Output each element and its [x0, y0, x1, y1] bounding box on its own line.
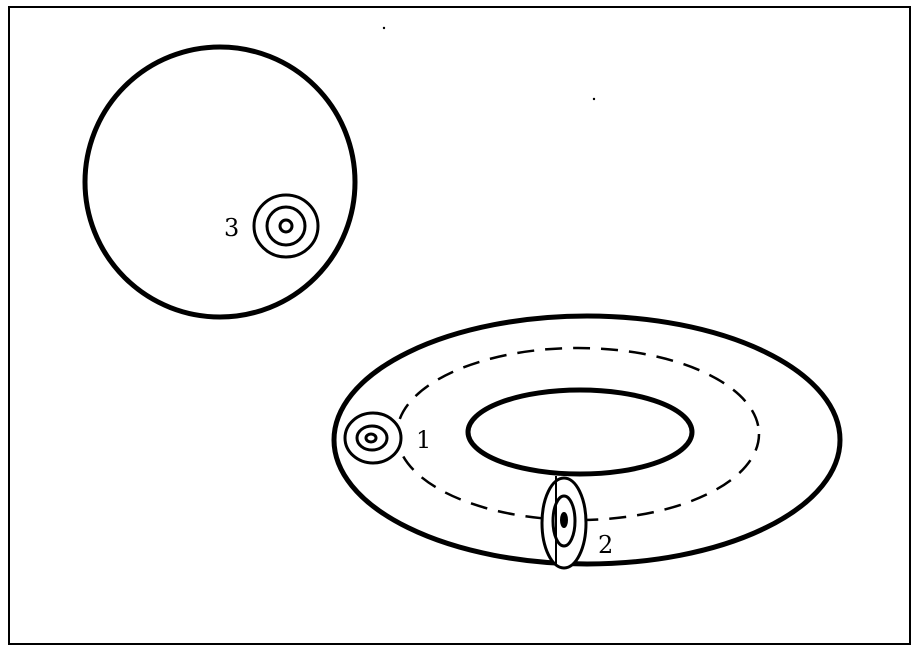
- loop-2-inner-ring: [561, 513, 567, 527]
- loop-2: [542, 476, 586, 568]
- label-3: 3: [224, 214, 239, 242]
- speck-dot: [593, 98, 595, 100]
- speck-dot: [383, 27, 385, 29]
- label-2: 2: [598, 531, 613, 559]
- label-1: 1: [416, 426, 431, 454]
- loop-1-outer-ring: [345, 413, 401, 463]
- loop-1: [345, 413, 401, 463]
